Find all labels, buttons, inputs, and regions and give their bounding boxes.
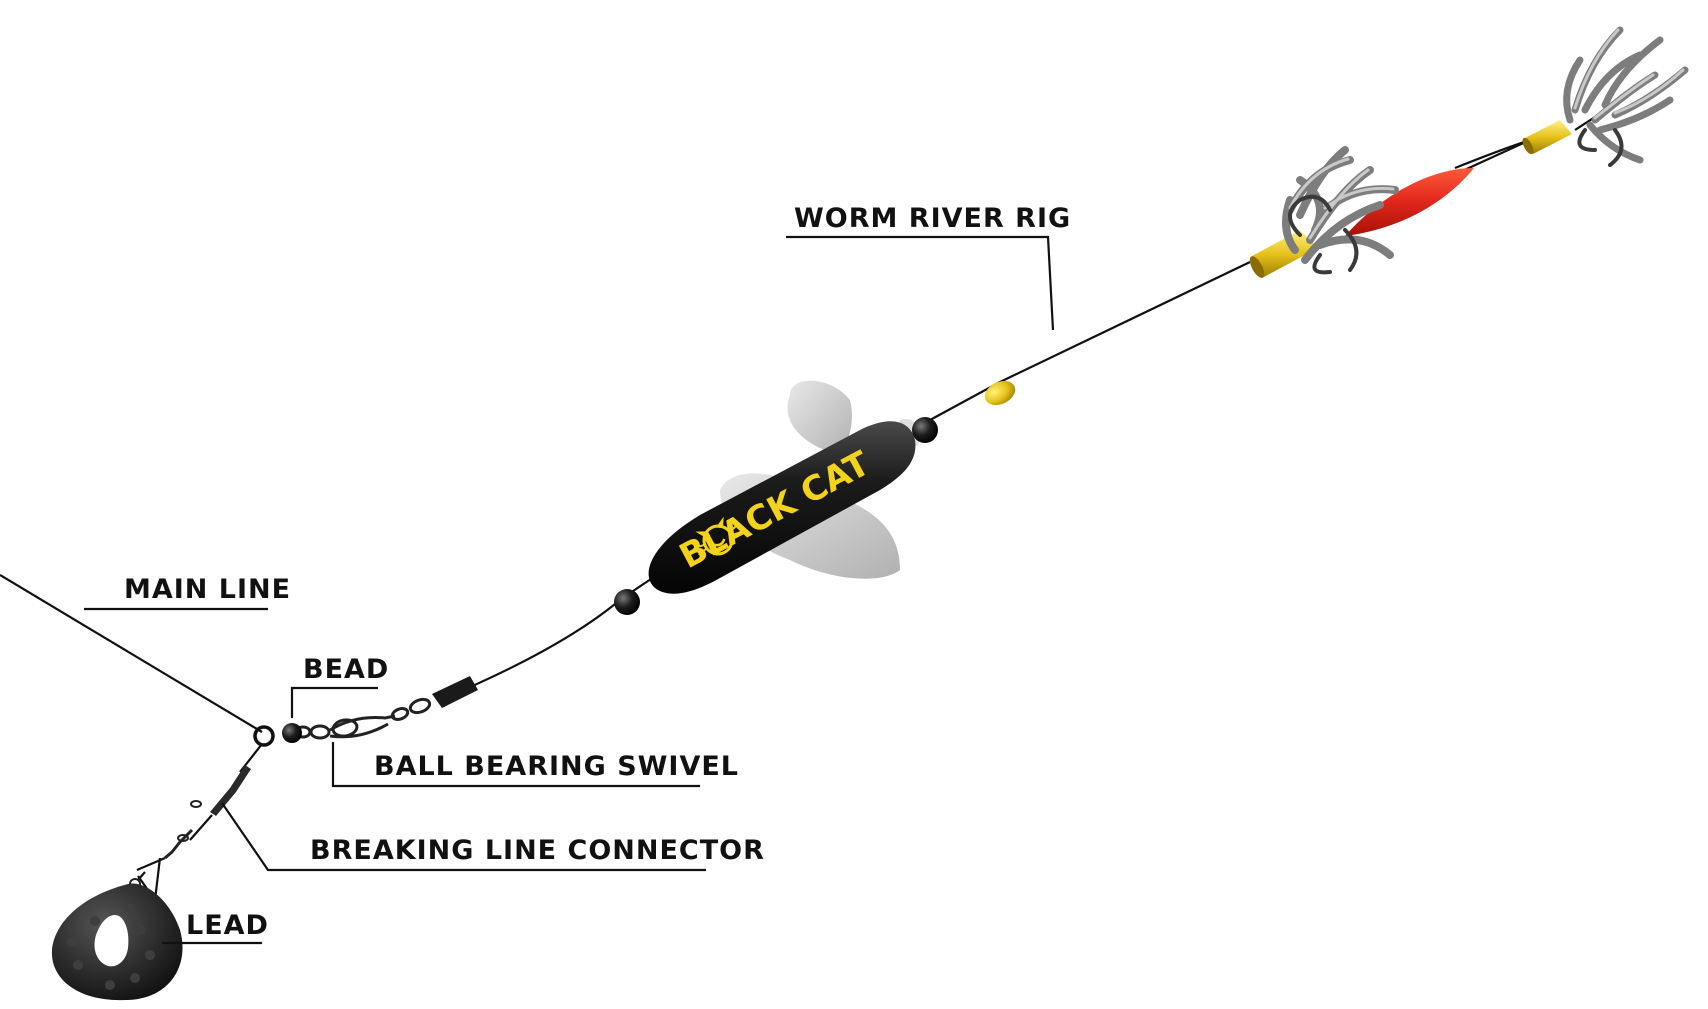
- main-line: [0, 574, 263, 733]
- label-bead: BEAD: [290, 654, 389, 718]
- leader-breaking-line-connector: [221, 802, 706, 872]
- float-bead-bottom: [614, 589, 640, 615]
- label-bead-text: BEAD: [303, 654, 389, 685]
- rubber-sleeve: [432, 676, 478, 708]
- leader-ball-bearing-swivel: [331, 742, 700, 788]
- label-ball-bearing-swivel-text: BALL BEARING SWIVEL: [374, 751, 739, 782]
- lead-sinker: [51, 871, 183, 1001]
- float-body: [648, 421, 916, 594]
- cat-logo-icon: [694, 516, 742, 556]
- label-worm-river-rig-text: WORM RIVER RIG: [794, 203, 1071, 234]
- label-lead: LEAD: [162, 910, 269, 945]
- leader-worm-river-rig: [786, 235, 1055, 331]
- label-ball-bearing-swivel: BALL BEARING SWIVEL: [331, 742, 739, 788]
- rig-line-hooks: [1459, 138, 1531, 174]
- yellow-sleeve-lower: [1252, 230, 1318, 278]
- worm-river-rig: [1249, 26, 1689, 278]
- float-fin-top: [787, 380, 852, 455]
- label-main-line-text: MAIN LINE: [124, 574, 291, 605]
- label-main-line: MAIN LINE: [84, 574, 291, 611]
- worm-bunch-lower: [1282, 146, 1399, 275]
- worm-bunch-upper: [1563, 26, 1689, 167]
- float-bead-top: [912, 417, 938, 443]
- yellow-sleeve-upper: [1525, 120, 1572, 154]
- ball-bearing-swivel: [294, 697, 432, 740]
- label-worm-river-rig: WORM RIVER RIG: [786, 203, 1071, 331]
- label-breaking-line-connector-text: BREAKING LINE CONNECTOR: [310, 835, 765, 866]
- label-breaking-line-connector: BREAKING LINE CONNECTOR: [221, 802, 765, 872]
- bead: [282, 723, 302, 743]
- float: BLACK CAT: [614, 380, 938, 615]
- red-rattle: [1345, 168, 1474, 236]
- ring: [253, 725, 275, 747]
- rig-line-upper: [929, 261, 1251, 421]
- breaking-line-connector: [136, 743, 263, 903]
- leader-bead: [290, 686, 378, 718]
- yellow-bead: [984, 380, 1016, 406]
- label-lead-text: LEAD: [186, 910, 269, 941]
